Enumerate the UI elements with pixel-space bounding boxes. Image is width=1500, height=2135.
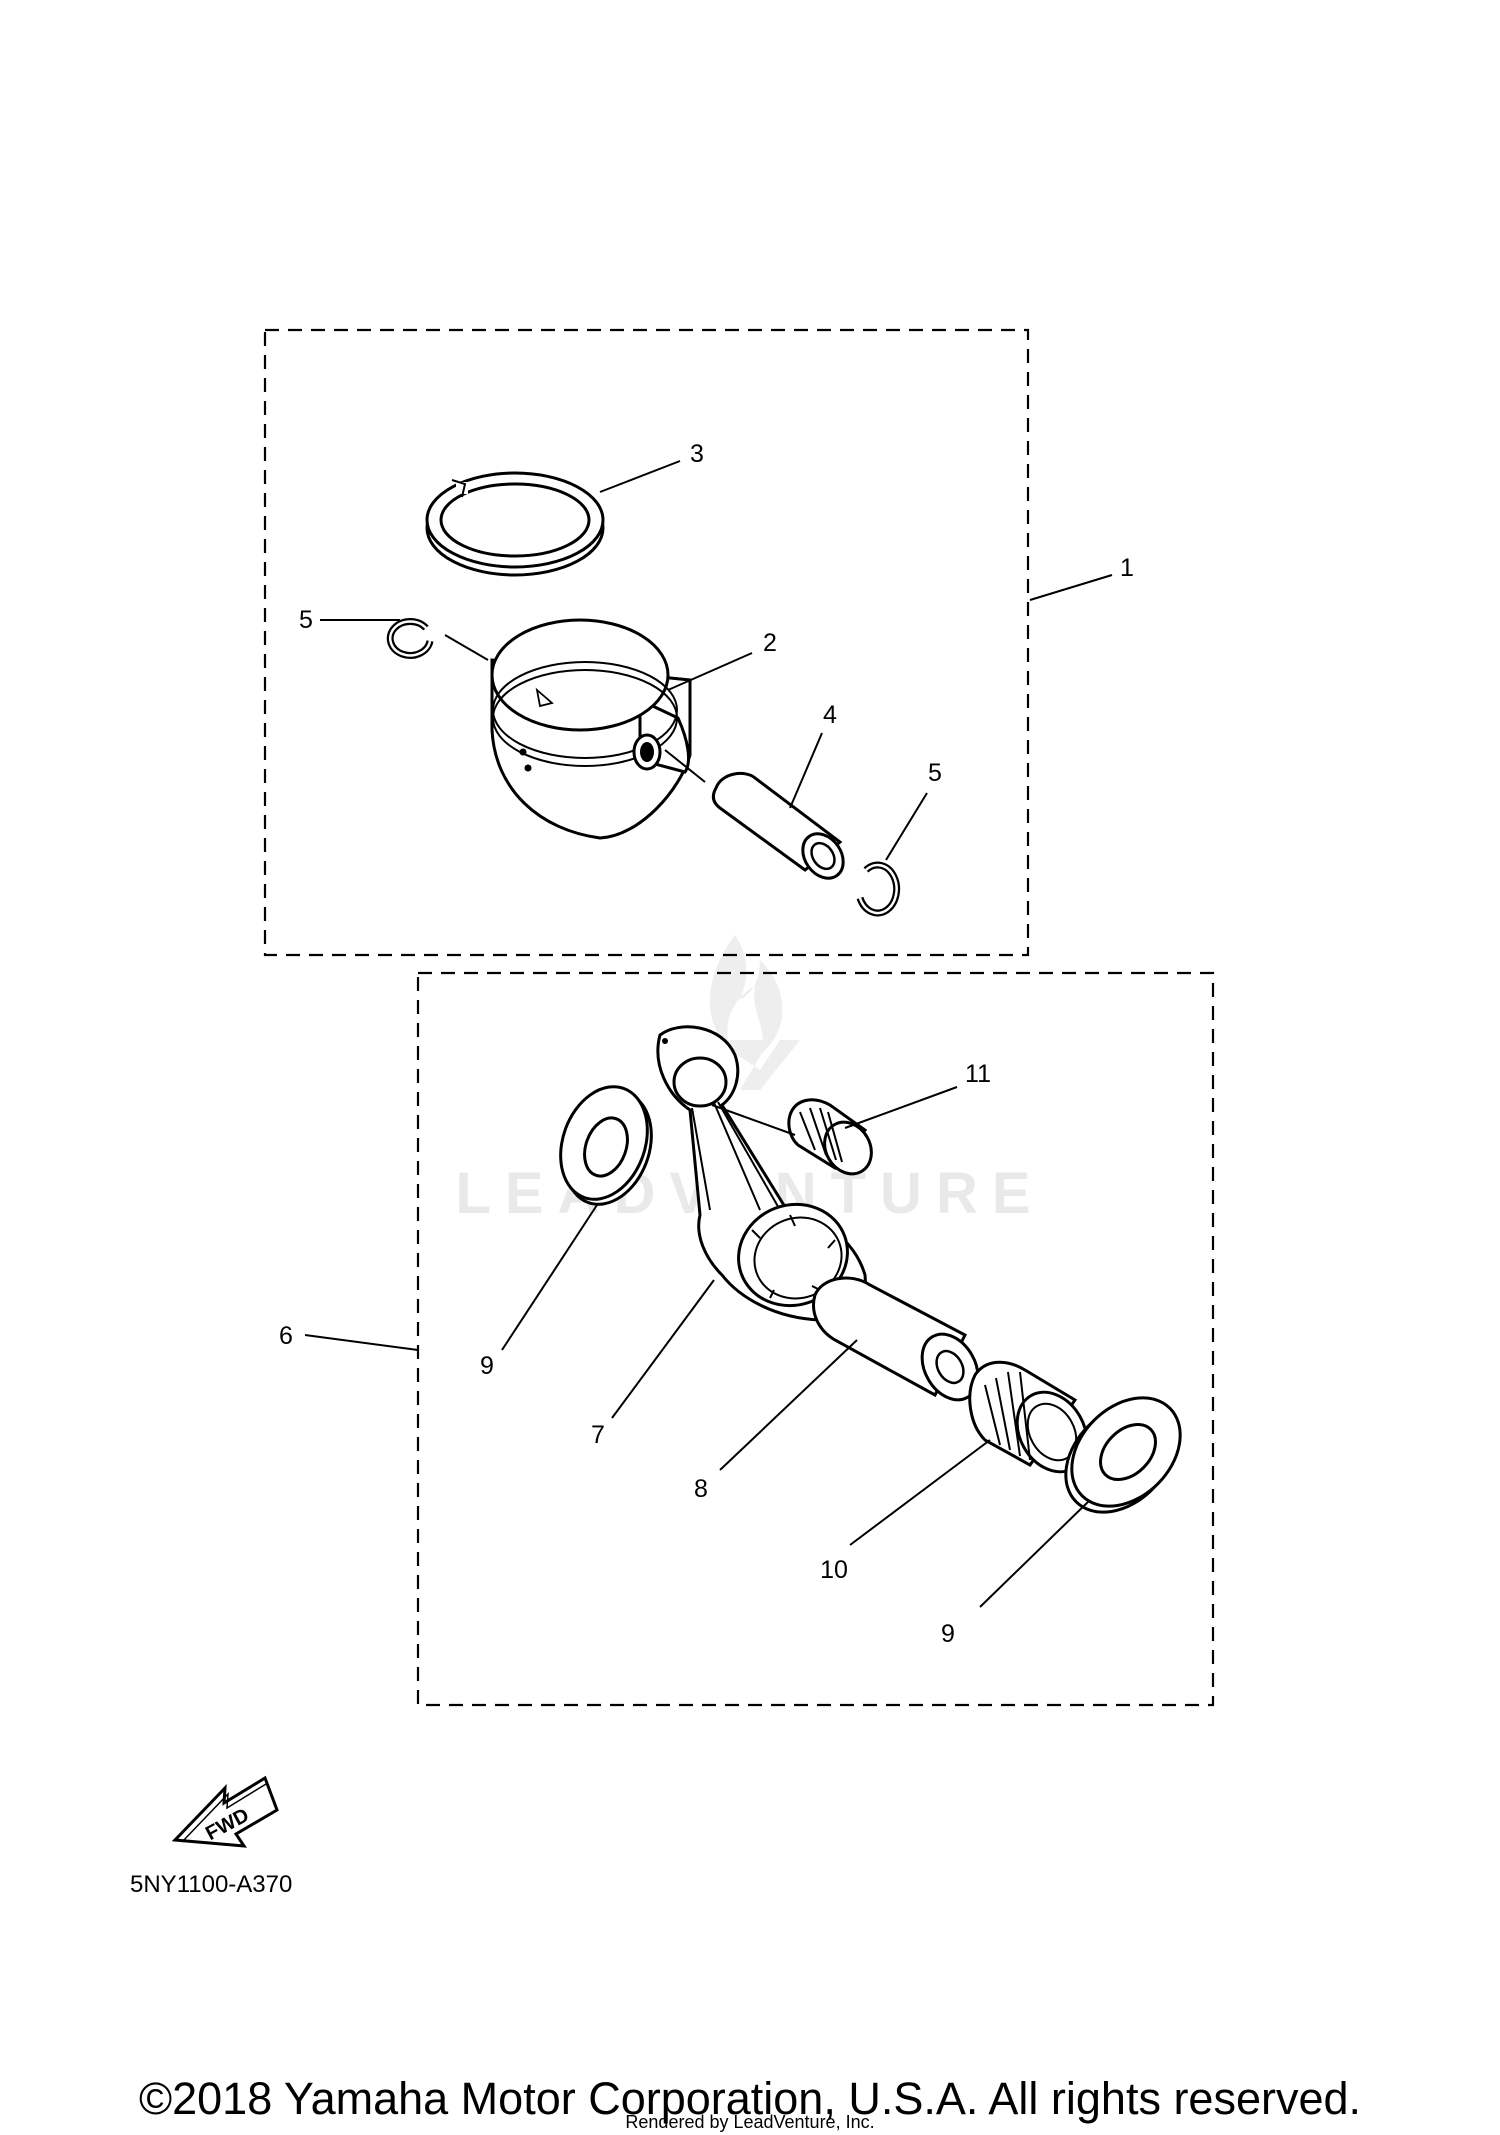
small-end-bearing-part [787, 1098, 873, 1176]
callout-1: 1 [1120, 554, 1134, 582]
circlip-right-part [856, 861, 901, 917]
callout-4: 4 [823, 701, 837, 729]
callout-7: 7 [591, 1421, 605, 1449]
callout-8: 8 [694, 1475, 708, 1503]
leader-9a [501, 1204, 598, 1351]
callout-11: 11 [965, 1060, 991, 1088]
diagram-code: 5NY1100-A370 [130, 1871, 292, 1898]
callout-9a: 9 [480, 1352, 494, 1380]
leader-11 [844, 1086, 958, 1129]
leader-10 [849, 1439, 991, 1546]
leader-1 [1029, 574, 1113, 601]
piston-pin-part [711, 771, 845, 880]
piston-kit-group-box [263, 328, 1030, 957]
callout-6: 6 [279, 1322, 293, 1350]
callout-9b: 9 [941, 1620, 955, 1648]
leader-5a-b [444, 634, 489, 661]
leader-5b [885, 792, 928, 861]
piston-ring-part [425, 471, 605, 577]
big-end-bearing-part [968, 1360, 1089, 1474]
callout-3: 3 [690, 440, 704, 468]
leader-pin-axis [664, 749, 706, 783]
callout-5b: 5 [928, 759, 942, 787]
callout-10: 10 [820, 1556, 848, 1584]
leader-7 [611, 1279, 715, 1419]
piston-part [490, 618, 692, 840]
thrust-washer-right-part [1064, 1396, 1182, 1514]
leader-4 [789, 732, 823, 809]
circlip-left-part [386, 617, 434, 659]
leader-6 [304, 1334, 419, 1351]
watermark-flame-icon [709, 935, 783, 1055]
leader-9b [979, 1499, 1091, 1608]
thrust-washer-left-part [559, 1085, 653, 1206]
crank-pin-part [812, 1276, 980, 1402]
copyright-notice: ©2018 Yamaha Motor Corporation, U.S.A. A… [139, 2073, 1361, 2124]
crank-kit-group-box [416, 971, 1215, 1707]
leader-3 [599, 460, 681, 493]
leader-2 [667, 652, 753, 691]
callout-2: 2 [763, 629, 777, 657]
watermark-v-icon [715, 1040, 800, 1090]
fwd-arrow-icon: FWD [171, 1775, 279, 1848]
rendered-by-notice: Rendered by LeadVenture, Inc. [625, 2112, 874, 2132]
leader-bearing-axis [711, 1104, 796, 1136]
leader-8 [719, 1339, 858, 1471]
leadventure-watermark [709, 935, 800, 1090]
callout-5a: 5 [299, 606, 313, 634]
